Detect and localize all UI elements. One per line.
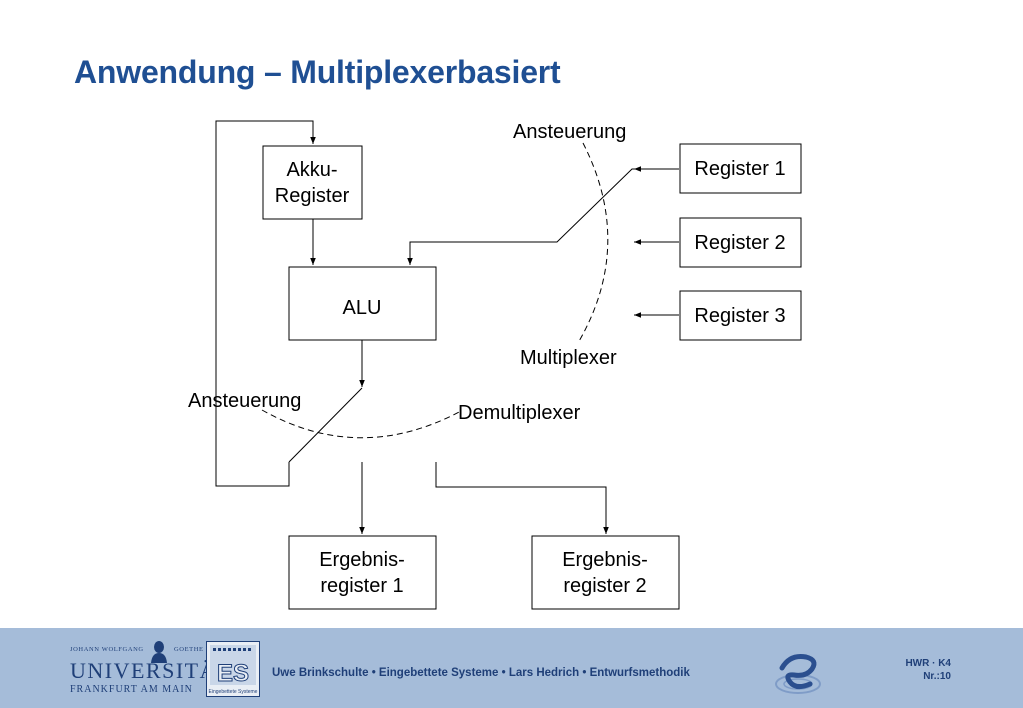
ergebnisregister-2-label-line1: Ergebnis- xyxy=(562,549,648,571)
alu-label: ALU xyxy=(343,297,382,319)
es-logo-caption: Eingebettete Systeme xyxy=(209,689,258,695)
demux-control-label: Ansteuerung xyxy=(188,390,301,412)
akku-register-label-line1: Akku- xyxy=(286,159,337,181)
multiplexer-diagram: Akku- Register ALU Register 1 Register 2… xyxy=(188,120,802,610)
feedback-wire xyxy=(215,120,316,487)
swirl-logo-icon xyxy=(775,654,821,694)
demux-switch-line xyxy=(288,387,363,463)
footer-bar: JOHANN WOLFGANG GOETHE UNIVERSITÄT FRANK… xyxy=(0,628,1023,708)
slide-info: HWR · K4 Nr.:10 xyxy=(905,657,951,683)
mux-control-arc xyxy=(577,142,609,344)
university-logo-top-left: JOHANN WOLFGANG xyxy=(70,646,144,653)
slide-title: Anwendung – Multiplexerbasiert xyxy=(74,54,561,90)
register-2-label: Register 2 xyxy=(694,232,785,254)
university-name: UNIVERSITÄT xyxy=(70,658,232,683)
university-logo-top-right: GOETHE xyxy=(174,646,204,653)
register-3-label: Register 3 xyxy=(694,305,785,327)
register-2-box xyxy=(679,217,802,268)
alu-box xyxy=(288,266,437,341)
register-3-box xyxy=(679,290,802,341)
mux-label: Multiplexer xyxy=(520,347,617,369)
slide-number: Nr.:10 xyxy=(923,671,951,682)
course-code: HWR · K4 xyxy=(905,658,951,669)
demux-control-arc xyxy=(261,409,462,439)
ergebnisregister-2-label-line2: register 2 xyxy=(563,575,646,597)
ergebnisregister-1-box xyxy=(288,535,437,610)
register-1-box xyxy=(679,143,802,194)
ergebnisregister-1-label-line1: Ergebnis- xyxy=(319,549,405,571)
university-city: FRANKFURT AM MAIN xyxy=(70,684,193,695)
ergebnisregister-2-box xyxy=(531,535,680,610)
es-logo-letters: ES xyxy=(217,660,249,687)
akku-register-box xyxy=(262,145,363,220)
ergebnisregister-1-label-line2: register 1 xyxy=(320,575,403,597)
footer-credits: Uwe Brinkschulte • Eingebettete Systeme … xyxy=(272,667,690,679)
akku-register-label-line2: Register xyxy=(275,185,350,207)
mux-wire-register-1 xyxy=(407,168,679,265)
es-logo-icon: ES Eingebettete Systeme xyxy=(206,641,260,697)
university-logo: JOHANN WOLFGANG GOETHE UNIVERSITÄT FRANK… xyxy=(70,640,230,696)
register-1-label: Register 1 xyxy=(694,158,785,180)
demux-to-ergebnis-2-wire xyxy=(435,462,609,534)
demux-label: Demultiplexer xyxy=(458,402,581,424)
mux-control-label: Ansteuerung xyxy=(513,121,626,143)
goethe-bust-icon xyxy=(151,641,167,663)
